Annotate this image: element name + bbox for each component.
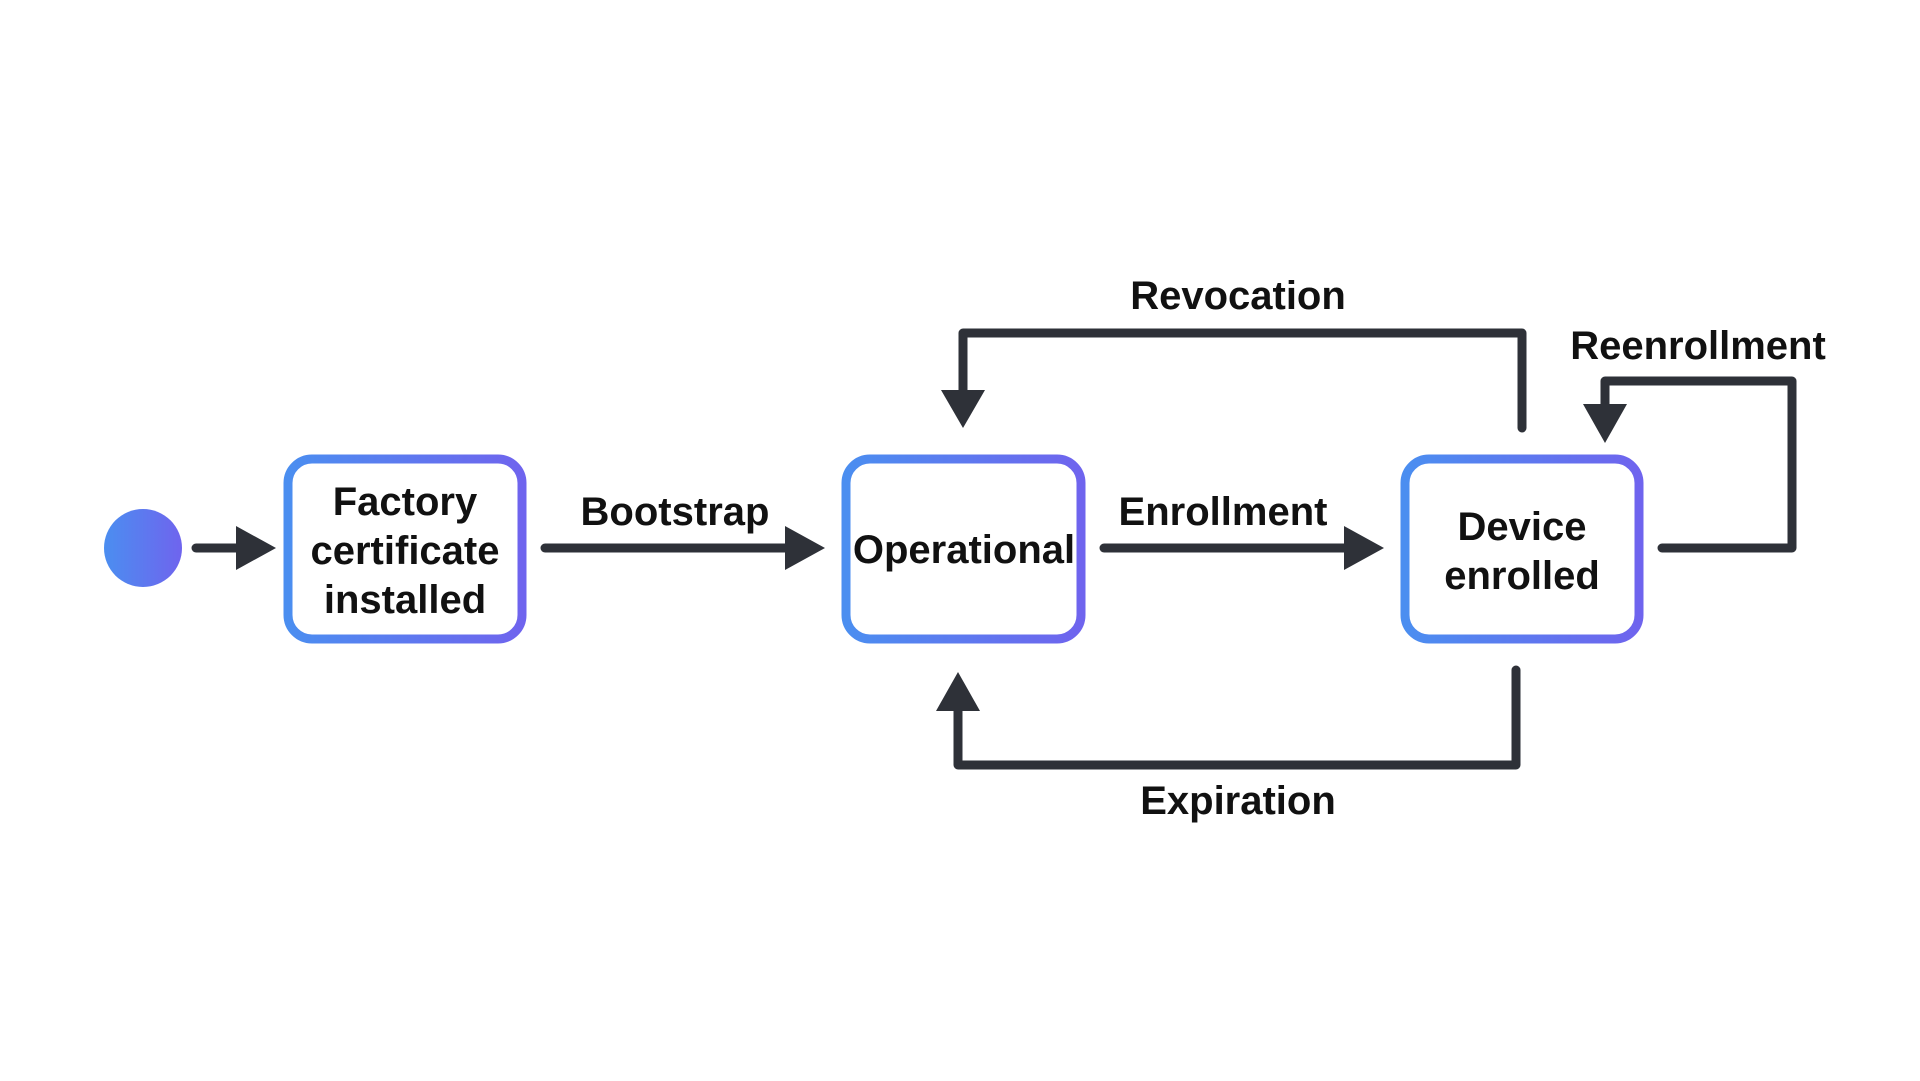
- state-operational: Operational: [841, 454, 1086, 644]
- transition-label-bootstrap: Bootstrap: [581, 490, 770, 534]
- state-label-enrolled-line2: enrolled: [1444, 554, 1600, 598]
- state-box-factory: [283, 454, 527, 644]
- transition-label-enrollment: Enrollment: [1119, 490, 1328, 534]
- state-factory-certificate-installed: Factory certificate installed: [283, 454, 527, 644]
- enrollment-arrowhead: [1344, 526, 1384, 570]
- state-label-factory-line1: Factory: [333, 480, 478, 524]
- state-box-enrolled: [1400, 454, 1644, 644]
- state-device-enrolled: Device enrolled: [1400, 454, 1644, 644]
- state-label-enrolled-line1: Device: [1458, 505, 1587, 549]
- state-label-operational: Operational: [853, 528, 1075, 572]
- revocation-line: [958, 328, 1527, 433]
- reenrollment-arrowhead: [1583, 404, 1627, 443]
- state-label-factory-line2: certificate: [311, 529, 500, 573]
- transition-label-revocation: Revocation: [1130, 274, 1346, 318]
- revocation-arrowhead: [941, 390, 985, 428]
- transition-label-reenrollment: Reenrollment: [1570, 324, 1826, 368]
- state-label-factory-line3: installed: [324, 578, 486, 622]
- initial-state-dot: [104, 509, 182, 587]
- bootstrap-arrowhead: [785, 526, 825, 570]
- reenrollment-line: [1600, 376, 1797, 553]
- transition-label-expiration: Expiration: [1140, 779, 1336, 823]
- initial-arrowhead: [236, 526, 276, 570]
- expiration-line: [953, 665, 1521, 770]
- state-box-operational: [841, 454, 1086, 644]
- expiration-arrowhead: [936, 672, 980, 711]
